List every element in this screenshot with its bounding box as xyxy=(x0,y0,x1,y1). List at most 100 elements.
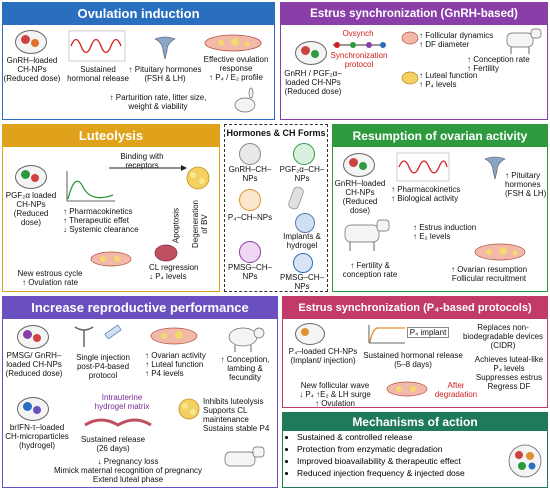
panel-estrus-p4: Estrus synchronization (P₄-based protoco… xyxy=(282,296,548,408)
mechanism-item: Improved bioavailability & therapeutic e… xyxy=(297,455,497,467)
panel-ovulation-induction: Ovulation induction GnRH–loaded CH-NPs (… xyxy=(2,2,275,120)
nanoparticle-icon xyxy=(21,170,30,179)
pituitary-icon xyxy=(484,156,506,180)
pharmacokinetic-curve-icon xyxy=(66,171,115,202)
ovary-icon xyxy=(474,243,526,261)
estrus-gnrh-np-label: GnRH / PGF₂α– loaded CH-NPs (Reduced dos… xyxy=(284,69,342,96)
ovulation-np-label: GnRH–loaded CH-NPs (Reduced dose) xyxy=(3,56,61,83)
resumption-title: Resumption of ovarian activity xyxy=(333,125,547,147)
nanoparticle-icon xyxy=(23,330,32,339)
pmsg-np-icon-2 xyxy=(293,253,313,273)
resumption-np-label: GnRH–loaded CH-NPs (Reduced dose) xyxy=(334,179,386,215)
ovulation-pituitary: ↑ Pituitary hormones (FSH & LH) xyxy=(128,65,202,83)
estrus-gnrh-luteal: ↑ Luteal function ↑ P₄ levels xyxy=(419,71,478,89)
ovulation-response: Effective ovulation response ↑ P₄ / E₂ p… xyxy=(203,55,269,82)
follicle-icon xyxy=(401,31,419,45)
reproductive-ifn: brIFN-τ–loaded CH-microparticles (hydrog… xyxy=(5,423,69,450)
degeneration-label: Degeneration of BV xyxy=(191,199,209,249)
nanoparticle-icon xyxy=(359,162,367,170)
p4-np-icon xyxy=(239,189,261,211)
ovsynch-label: Ovsynch xyxy=(342,29,374,38)
reproductive-sustained: Sustained release (26 days) xyxy=(80,435,146,453)
sine-wave-graph-icon xyxy=(396,152,450,182)
estrus-p4-wave: New follicular wave ↓ P₄ ↑E₂ & LH surge … xyxy=(299,381,371,408)
ovsynch-timeline xyxy=(333,42,386,48)
panel-reproductive: Increase reproductive performance PMSG/ … xyxy=(2,296,278,488)
ovary-icon xyxy=(204,34,262,52)
pituitary-icon xyxy=(154,36,176,60)
binding-label: Binding with receptors xyxy=(120,152,164,170)
reproductive-matrix: Intrauterine hydrogel matrix xyxy=(94,393,150,411)
after-degradation-label: After degradation xyxy=(434,381,478,399)
reproductive-np-label: PMSG/ GnRH– loaded CH-NPs (Reduced dose) xyxy=(5,351,63,378)
nanoparticle-icon xyxy=(21,35,30,44)
hydrogel-icon xyxy=(295,213,315,233)
uterus-icon xyxy=(84,418,152,427)
hormone-item-2: PGF₂α–CH– NPs xyxy=(279,165,325,183)
reproductive-inhibits: Inhibits luteolysis Supports CL maintena… xyxy=(203,397,270,433)
regressed-cl-icon xyxy=(154,244,178,262)
pgf-np-icon xyxy=(293,143,315,165)
hormone-item-1: GnRH–CH– NPs xyxy=(228,165,272,183)
cl-regression: CL regression ↓ P₄ levels xyxy=(149,263,199,281)
nanoparticle-icon xyxy=(33,334,41,342)
petri-dish-icon xyxy=(17,325,49,349)
sync-protocol-label: Synchronization protocol xyxy=(330,51,388,69)
estrus-gnrh-title: Estrus synchronization (GnRH-based) xyxy=(281,3,547,25)
hormone-item-4: Implants & hydrogel xyxy=(283,232,321,250)
mechanism-item: Sustained & controlled release xyxy=(297,431,497,443)
luteolysis-outcome: New estrous cycle ↑ Ovulation rate xyxy=(17,269,83,287)
resumption-pituitary: ↑ Pituitary hormones (FSH & LH) xyxy=(505,171,547,198)
nanoparticle-icon xyxy=(33,406,41,414)
hormone-item-5: PMSG–CH– NPs xyxy=(227,263,272,281)
sheep-icon xyxy=(228,327,265,352)
reproductive-conception: ↑ Conception, lambing & fecundity xyxy=(220,355,270,382)
p4-implant-label: P₄ implant xyxy=(407,327,449,338)
nanoparticle-icon xyxy=(23,402,32,411)
nanoparticle-icon xyxy=(311,50,319,58)
gnrh-np-icon xyxy=(239,143,261,165)
luteolysis-np-label: PGF₂α loaded CH-NPs (Reduced dose) xyxy=(5,191,57,227)
pmsg-np-icon xyxy=(239,241,261,263)
corpus-luteum-icon xyxy=(186,166,210,190)
corpus-luteum-icon xyxy=(401,71,419,85)
panel-estrus-gnrh: Estrus synchronization (GnRH-based) Ovsy… xyxy=(280,2,548,120)
syringe-icon xyxy=(104,324,122,340)
estrus-gnrh-outcome: ↑ Conception rate ↑ Fertility xyxy=(467,55,530,73)
mechanism-item: Protection from enzymatic degradation xyxy=(297,443,497,455)
release-curve-icon xyxy=(368,325,405,344)
luteolysis-title: Luteolysis xyxy=(3,125,219,147)
nanoparticle-icon xyxy=(31,174,39,182)
estrus-p4-title: Estrus synchronization (P₄-based protoco… xyxy=(283,297,547,319)
sine-wave-graph-icon xyxy=(68,30,126,62)
estrus-p4-replaces: Replaces non- biodegradable devices (CID… xyxy=(462,323,544,350)
cow-icon xyxy=(344,219,390,251)
estrus-gnrh-follicular: ↑ Follicular dynamics ↑ DF diameter xyxy=(419,31,494,49)
hormone-item-6: PMSG–CH– NPs xyxy=(279,273,324,291)
resumption-ovarian: ↑ Ovarian resumption Follicular recruitm… xyxy=(450,265,528,283)
panel-resumption: Resumption of ovarian activity GnRH–load… xyxy=(332,124,548,292)
nanoparticle-icon xyxy=(349,158,358,167)
ovary-icon xyxy=(386,381,428,397)
resumption-effects: ↑ Pharmacokinetics ↑ Biological activity xyxy=(391,185,461,203)
binding-arrow xyxy=(109,165,187,171)
panel-mechanisms: Mechanisms of action Sustained & control… xyxy=(282,412,548,488)
ovary-icon xyxy=(150,327,198,345)
cow-icon xyxy=(224,446,265,467)
iud-device-icon xyxy=(74,326,94,347)
nanoparticle-cluster-icon xyxy=(508,444,542,478)
mechanisms-title: Mechanisms of action xyxy=(283,413,547,431)
cow-icon xyxy=(506,28,542,54)
reproductive-loss: ↓ Pregnancy loss Mimick maternal recogni… xyxy=(53,457,203,484)
hormones-title: Hormones & CH Forms xyxy=(226,128,326,138)
nanoparticle-icon xyxy=(301,328,309,336)
nanoparticle-icon xyxy=(31,39,39,47)
ovulation-title: Ovulation induction xyxy=(3,3,274,25)
resumption-fertility: ↑ Fertility & conception rate xyxy=(342,261,398,279)
ovulation-outcome: ↑ Parturition rate, litter size, weight … xyxy=(109,93,207,111)
panel-luteolysis: Luteolysis Binding with receptors PGF₂α … xyxy=(2,124,220,292)
panel-hormones: Hormones & CH Forms GnRH–CH– NPs PGF₂α–C… xyxy=(224,124,328,292)
resumption-estrus: ↑ Estrus induction ↑ E₂ levels xyxy=(413,223,477,241)
estrus-p4-achieves: Achieves luteal-like P₄ levels Suppresse… xyxy=(474,355,544,391)
ovulation-release: Sustained hormonal release xyxy=(67,65,129,83)
